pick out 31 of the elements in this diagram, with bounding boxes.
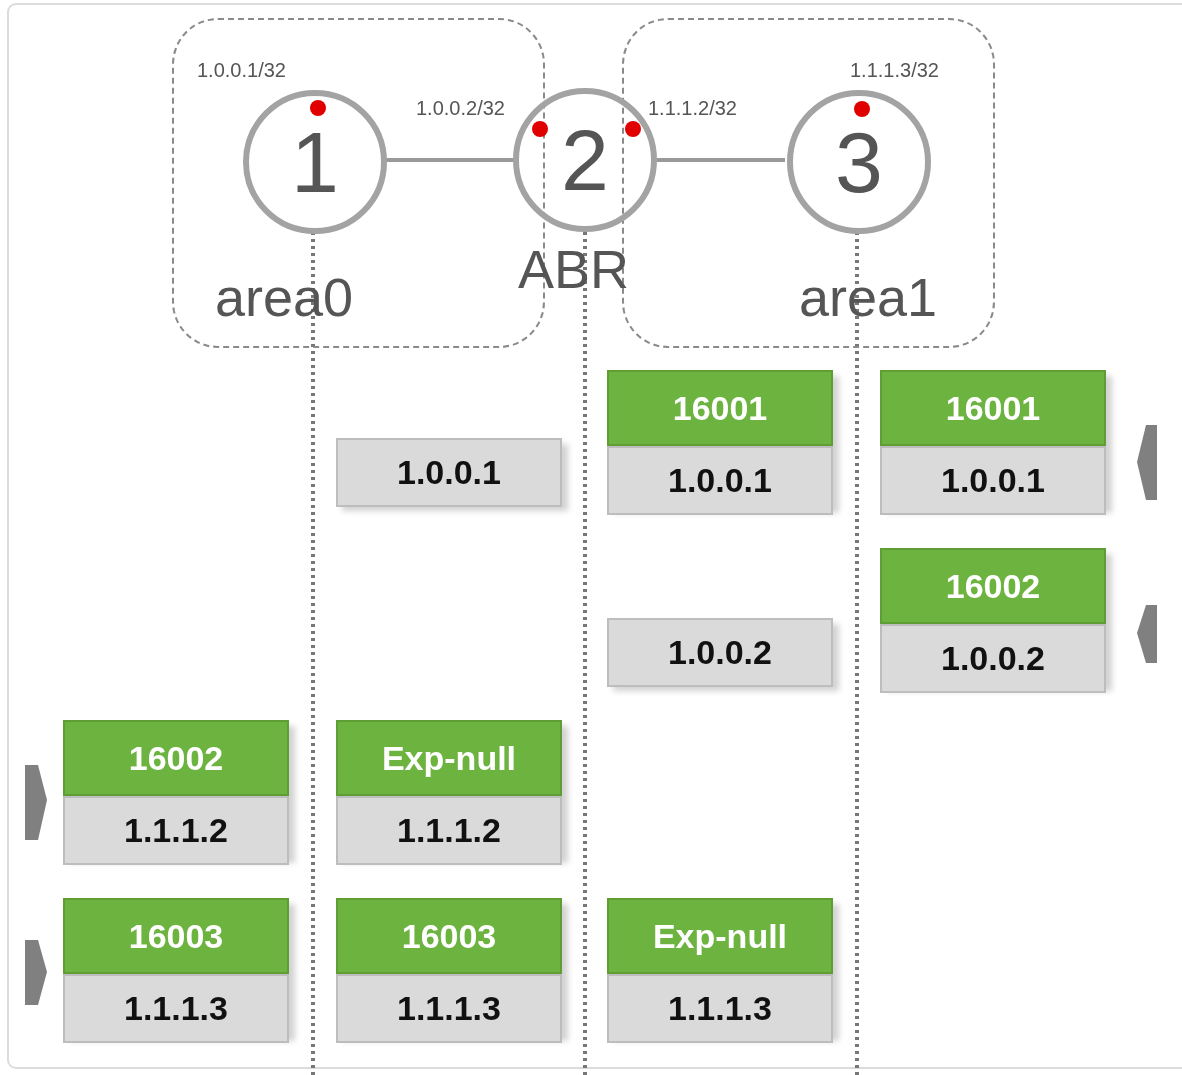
link-line bbox=[657, 158, 785, 162]
ip-address-header: 1.0.0.2 bbox=[607, 618, 833, 687]
router-circle bbox=[787, 90, 931, 234]
ip-address-header: 1.1.1.2 bbox=[63, 796, 289, 865]
link-line bbox=[385, 158, 513, 162]
ip-address-header: 1.1.1.2 bbox=[336, 796, 562, 865]
address-label: 1.0.0.2/32 bbox=[416, 98, 505, 118]
mpls-label: Exp-null bbox=[336, 720, 562, 796]
address-label: 1.1.1.2/32 bbox=[648, 98, 737, 118]
ip-address-header: 1.1.1.3 bbox=[63, 974, 289, 1043]
address-label: 1.0.0.1/32 bbox=[197, 60, 286, 80]
router-number: 3 bbox=[835, 119, 883, 205]
ip-address-header: 1.0.0.1 bbox=[880, 446, 1106, 515]
ip-address-header: 1.0.0.1 bbox=[336, 438, 562, 507]
mpls-label: 16002 bbox=[880, 548, 1106, 624]
ip-address-header: 1.0.0.2 bbox=[880, 624, 1106, 693]
mpls-label: 16001 bbox=[607, 370, 833, 446]
address-label: 1.1.1.3/32 bbox=[850, 60, 939, 80]
router-circle bbox=[243, 90, 387, 234]
router-number: 2 bbox=[561, 117, 609, 203]
ip-address-header: 1.1.1.3 bbox=[336, 974, 562, 1043]
ip-address-header: 1.0.0.1 bbox=[607, 446, 833, 515]
area-label: area1 bbox=[799, 270, 938, 324]
mpls-label: 16003 bbox=[336, 898, 562, 974]
area-label: area0 bbox=[215, 270, 354, 324]
mpls-label: Exp-null bbox=[607, 898, 833, 974]
mpls-label: 16001 bbox=[880, 370, 1106, 446]
mpls-label: 16003 bbox=[63, 898, 289, 974]
ip-address-header: 1.1.1.3 bbox=[607, 974, 833, 1043]
router-number: 1 bbox=[291, 119, 339, 205]
mpls-label: 16002 bbox=[63, 720, 289, 796]
